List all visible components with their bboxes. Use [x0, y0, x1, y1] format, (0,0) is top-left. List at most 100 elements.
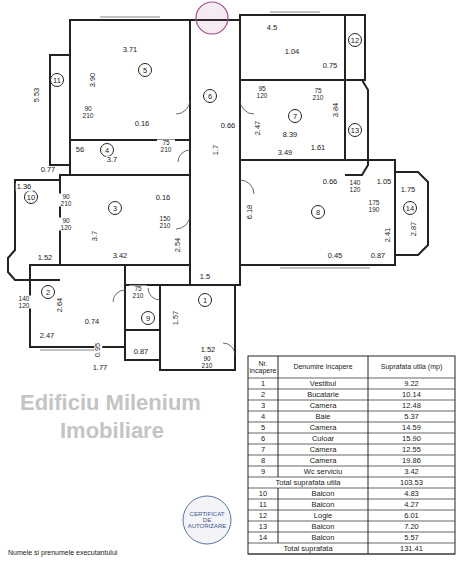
table-cell: 11 [248, 499, 278, 510]
table-cell: Suprafata utila (mp) [368, 356, 455, 378]
table-cell: 13 [248, 521, 278, 532]
callout-text: 3 [113, 204, 117, 213]
table-cell: 3 [248, 400, 278, 411]
dimension-label: 0.45 [327, 252, 344, 260]
dimension-label: 0.87 [133, 348, 150, 356]
table-rule [248, 532, 455, 533]
callout-text: 6 [208, 92, 212, 101]
table-rule [248, 389, 455, 390]
balcony [50, 55, 70, 165]
door-size: 175 190 [365, 200, 383, 213]
table-cell: Logie [278, 510, 368, 521]
door-arc [176, 215, 190, 229]
wall [160, 285, 235, 370]
watermark: Edificiu Milenium [20, 392, 201, 414]
table-cell: 1 [248, 378, 278, 389]
callout-number: 1 [198, 293, 212, 307]
wall [240, 80, 345, 160]
dimension-label: 1.36 [16, 183, 33, 191]
callout-number: 3 [108, 201, 122, 215]
callout-number: 13 [348, 123, 362, 137]
table-cell: 10 [248, 488, 278, 499]
table-rule [248, 488, 455, 489]
table-cell: 2 [248, 389, 278, 400]
dimension-label: 1.52 [200, 346, 217, 354]
wall [125, 347, 160, 360]
walls [8, 15, 428, 370]
callout-text: 12 [351, 36, 359, 45]
table-cell: Camera [278, 444, 368, 455]
door-size: 90 210 [79, 106, 97, 119]
door-size: 140 120 [346, 180, 364, 193]
table-cell: 5.57 [368, 532, 455, 543]
table-rule [278, 356, 279, 477]
dimension-label: 3.84 [332, 102, 340, 119]
table-cell: 9.22 [368, 378, 455, 389]
door-arc [223, 343, 235, 355]
dimension-label: 4.5 [266, 24, 278, 32]
table-cell: 15.90 [368, 433, 455, 444]
balcony [345, 80, 368, 175]
table-cell: Camera [278, 400, 368, 411]
table-cell: 6.01 [368, 510, 455, 521]
table-cell: 6 [248, 433, 278, 444]
callout-text: 14 [406, 204, 414, 213]
door-size: 140 120 [15, 296, 33, 309]
table-cell: Denumire incapere [278, 356, 368, 378]
table-rule [248, 477, 455, 478]
table-cell: 4 [248, 411, 278, 422]
table-rule [248, 433, 455, 434]
dimension-label: 1.7 [212, 144, 220, 156]
door-arc [113, 290, 125, 302]
door-size: 150 210 [156, 216, 174, 229]
dimension-label: 1.75 [400, 186, 417, 194]
callout-text: 13 [351, 126, 359, 135]
loggia [345, 15, 365, 80]
callout-number: 8 [311, 205, 325, 219]
table-cell: 19.86 [368, 455, 455, 466]
callout-number: 6 [203, 89, 217, 103]
dimension-label: 0.77 [40, 166, 57, 174]
door-arc [148, 288, 160, 300]
table-cell: 9 [248, 466, 278, 477]
table-cell: 7 [248, 444, 278, 455]
callout-text: 11 [53, 76, 61, 85]
stamp [183, 496, 231, 544]
table-cell: 12 [248, 510, 278, 521]
table-rule [248, 521, 455, 522]
table-rule [248, 499, 455, 500]
table-rule [248, 422, 455, 423]
callout-number: 11 [50, 73, 64, 87]
table-rule [248, 378, 455, 379]
dimension-label: 3.90 [89, 72, 97, 89]
door-arc [240, 100, 254, 114]
dimension-label: 2.41 [384, 227, 392, 244]
dimension-label: 2.87 [410, 221, 418, 238]
dimension-label: 6.18 [246, 204, 254, 221]
callout-text: 2 [46, 288, 50, 297]
callout-text: 8 [316, 208, 320, 217]
table-rule [248, 466, 455, 467]
door-arc [176, 100, 190, 114]
table-cell: Balcon [278, 488, 368, 499]
table-cell: 14 [248, 532, 278, 543]
dimension-label: 56 [75, 146, 85, 154]
wall [70, 140, 190, 175]
wall [240, 15, 345, 80]
table-cell: 12.48 [368, 400, 455, 411]
area-table [248, 356, 455, 554]
door-swings [113, 100, 254, 355]
dimension-label: 3.71 [122, 46, 139, 54]
table-cell: 5.37 [368, 411, 455, 422]
table-cell: 3.42 [368, 466, 455, 477]
window [100, 17, 160, 18]
dimension-label: 1.5 [199, 273, 211, 281]
callout-number: 12 [348, 33, 362, 47]
dimension-label: 0.66 [322, 178, 339, 186]
table-cell: Balcon [278, 499, 368, 510]
table-cell: Balcon [278, 521, 368, 532]
callout-number: 7 [288, 109, 302, 123]
table-cell: 14.59 [368, 422, 455, 433]
wall [190, 20, 240, 285]
